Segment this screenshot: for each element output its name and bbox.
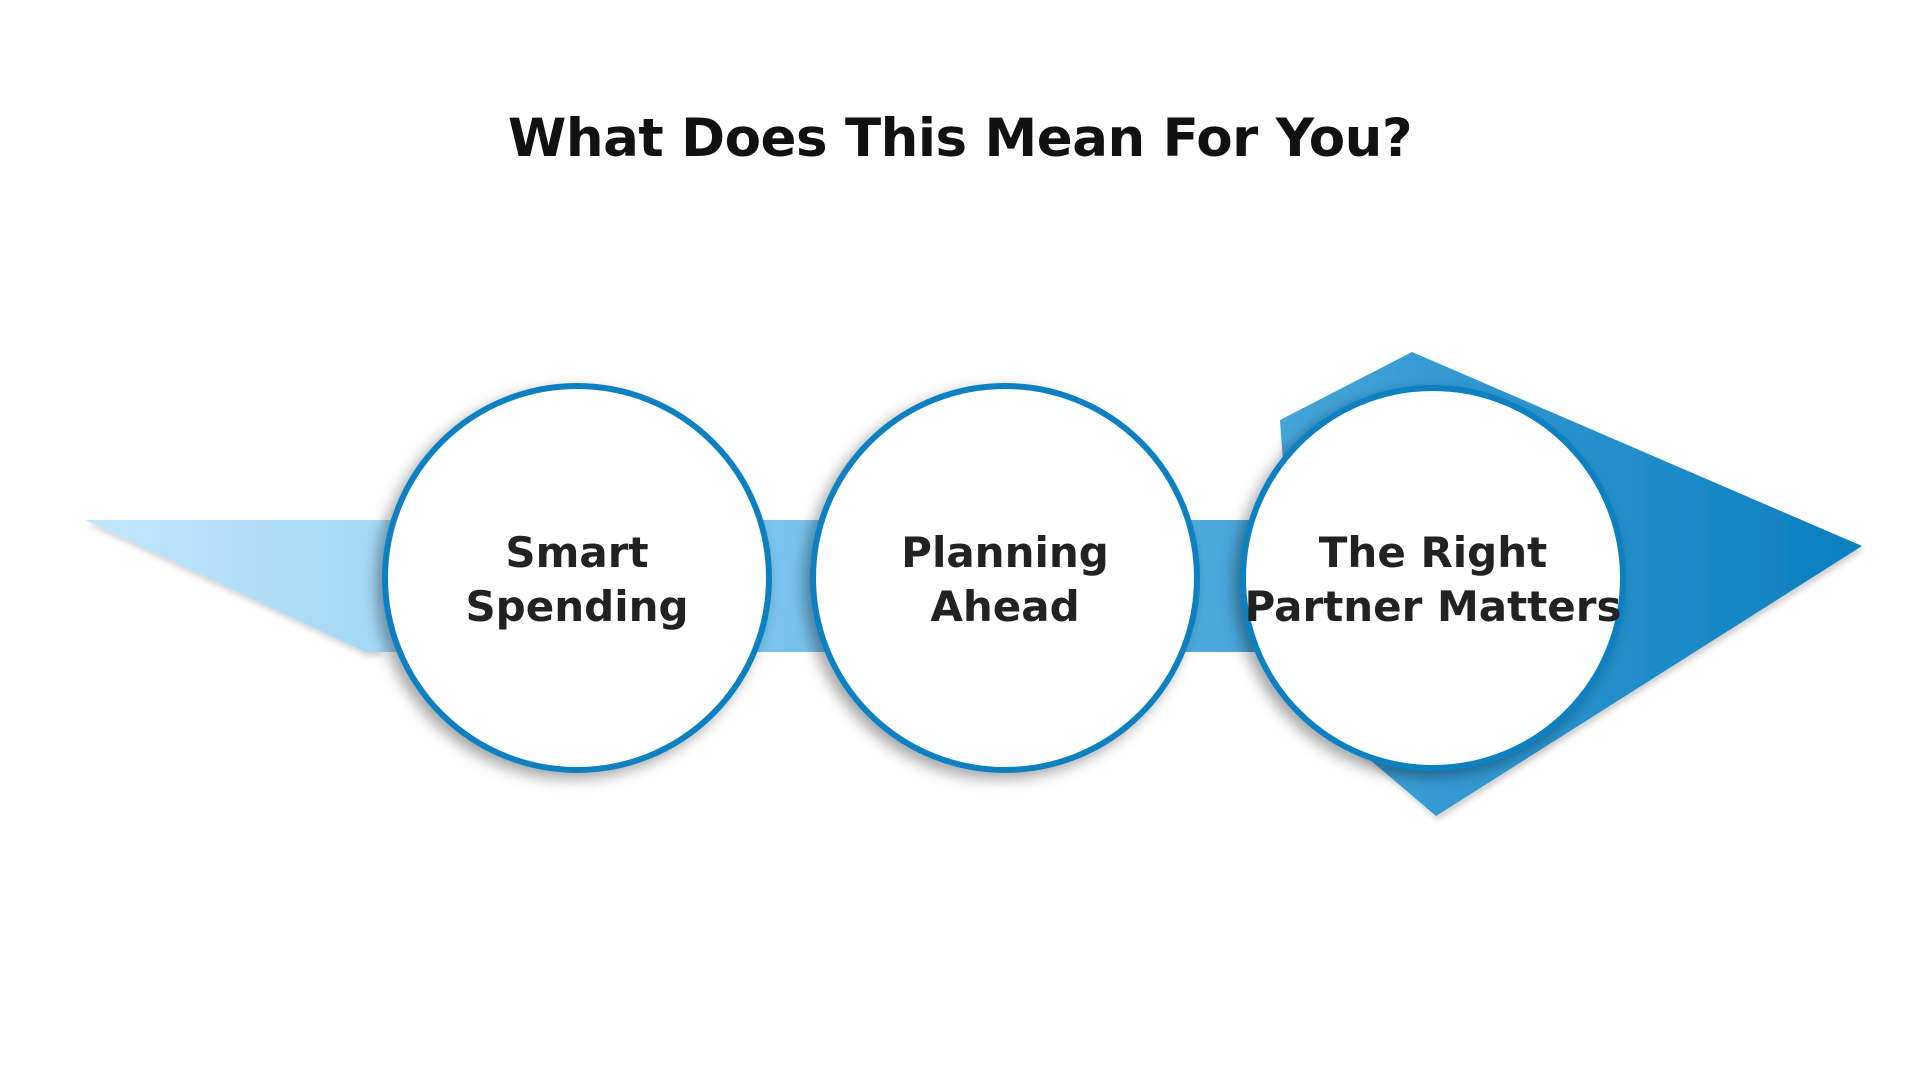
step-circle-2 <box>810 383 1200 773</box>
page-title: What Does This Mean For You? <box>507 108 1413 169</box>
step-label-3-line-2: Partner Matters <box>1244 582 1622 631</box>
step-label-2-line-1: Planning <box>901 528 1109 577</box>
step-circle-3 <box>1240 385 1626 771</box>
step-label-1-line-1: Smart <box>505 528 649 577</box>
step-label-2-line-2: Ahead <box>930 582 1080 631</box>
step-label-3: The Right Partner Matters <box>1243 526 1623 634</box>
step-label-3-line-1: The Right <box>1318 528 1548 577</box>
arrow-band <box>85 520 380 652</box>
step-label-2: Planning Ahead <box>815 526 1195 634</box>
step-label-1-line-2: Spending <box>465 582 689 631</box>
step-circle-1 <box>382 383 772 773</box>
step-label-1: Smart Spending <box>387 526 767 634</box>
